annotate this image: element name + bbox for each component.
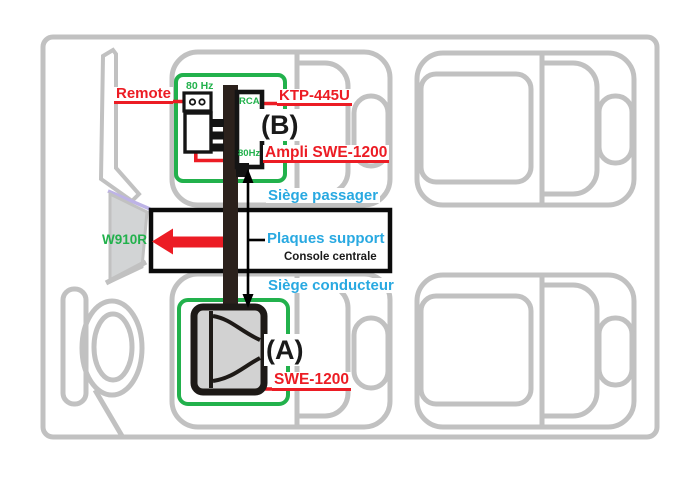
rca-label: RCA (239, 96, 260, 107)
steering-wheel-hub (91, 311, 135, 383)
subwoofer-cone-curve (212, 314, 261, 342)
swe-1200-label: SWE-1200 (272, 372, 351, 391)
remote-connector-box (182, 91, 213, 113)
arrow-up-icon (242, 169, 254, 183)
steering-column (60, 286, 89, 407)
dash-line-lower (92, 388, 125, 438)
cable-route-arrow (242, 169, 265, 308)
steering-wheel (60, 259, 148, 438)
remote-port-icon (188, 98, 197, 106)
support-plates-label: Plaques support (267, 230, 385, 247)
red-arrow-head (152, 228, 173, 255)
connector-bar (210, 143, 224, 152)
w910r-label: W910R (102, 232, 148, 247)
crossover-freq-label: 80 Hz (186, 80, 214, 92)
crossover-module (183, 111, 213, 154)
seat-headrest (351, 93, 391, 169)
lowpass-freq-label: 80Hz (238, 148, 261, 159)
door-panel (108, 191, 149, 285)
seat-headrest (596, 93, 635, 166)
subwoofer-swe-1200 (190, 303, 268, 396)
seat-backrest (539, 60, 600, 197)
center-console-label: Console centrale (284, 251, 377, 263)
red-arrow-body (171, 236, 223, 248)
ktp-445u-label: KTP-445U (277, 87, 352, 106)
door-trim-line (107, 189, 151, 211)
module-connectors (210, 119, 224, 152)
red-arrow-icon (152, 228, 223, 255)
ampli-label: Ampli SWE-1200 (263, 144, 390, 163)
seat-headrest (351, 315, 391, 391)
front-door-outline (98, 47, 142, 204)
center-console-box (148, 207, 393, 274)
seat-cushion (418, 293, 534, 407)
unit-b-label: (B) (259, 109, 301, 141)
subwoofer-cone-curve (212, 356, 261, 383)
unit-a-label: (A) (264, 334, 306, 366)
dash-line-upper (104, 259, 148, 286)
connector-bar (210, 119, 224, 127)
arrow-down-icon (242, 294, 254, 308)
steering-wheel-rim (79, 298, 145, 398)
remote-connector (182, 91, 213, 113)
amp-bottom-connector (236, 163, 249, 177)
seat-cushion (418, 71, 534, 185)
connector-bar (210, 131, 224, 140)
remote-port-icon (198, 98, 206, 106)
remote-label: Remote (114, 85, 174, 104)
seat-driver-label: Siège conducteur (266, 277, 396, 294)
seat-passenger-label: Siège passager (266, 187, 381, 204)
rear-seat-bottom (414, 272, 637, 430)
seat-headrest (596, 315, 635, 388)
cable-run (223, 85, 238, 310)
seat-backrest (539, 282, 600, 419)
rear-seat-top (414, 50, 637, 208)
